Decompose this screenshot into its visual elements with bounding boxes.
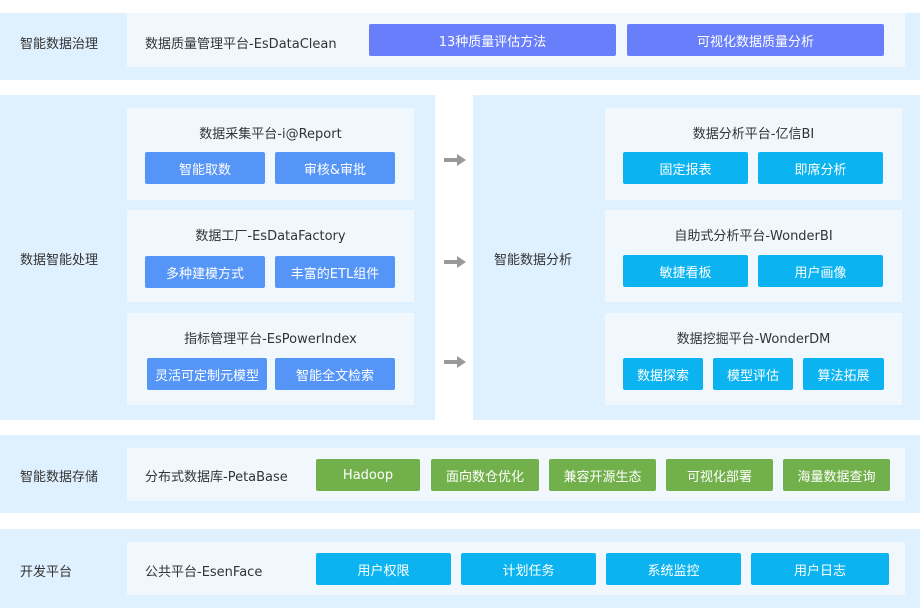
feature-button[interactable]: 算法拓展	[803, 358, 884, 390]
feature-button[interactable]: 固定报表	[623, 152, 748, 184]
feature-button[interactable]: 数据探索	[623, 358, 703, 390]
feature-button[interactable]: 13种质量评估方法	[369, 24, 616, 56]
card-title: 数据采集平台-i@Report	[199, 127, 342, 142]
arrow-right-icon	[444, 154, 466, 166]
feature-button[interactable]: 系统监控	[606, 553, 741, 585]
dev-platform-label: 开发平台	[20, 565, 73, 580]
feature-button[interactable]: 计划任务	[461, 553, 596, 585]
storage-platform: 分布式数据库-PetaBase	[145, 470, 288, 485]
feature-button[interactable]: 灵活可定制元模型	[147, 358, 267, 390]
card-title: 数据挖掘平台-WonderDM	[676, 332, 831, 347]
feature-button[interactable]: Hadoop	[316, 459, 420, 491]
feature-button[interactable]: 可视化数据质量分析	[627, 24, 884, 56]
feature-button[interactable]: 丰富的ETL组件	[275, 256, 395, 288]
feature-button[interactable]: 用户画像	[758, 255, 883, 287]
feature-button[interactable]: 多种建模方式	[145, 256, 265, 288]
feature-button[interactable]: 模型评估	[713, 358, 793, 390]
processing-card: 数据采集平台-i@Report 智能取数 审核&审批	[127, 108, 414, 200]
governance-label: 智能数据治理	[20, 37, 99, 52]
card-title: 自助式分析平台-WonderBI	[674, 229, 833, 244]
analysis-card: 自助式分析平台-WonderBI 敏捷看板 用户画像	[605, 210, 902, 302]
feature-button[interactable]: 面向数仓优化	[431, 459, 539, 491]
feature-button[interactable]: 智能全文检索	[275, 358, 395, 390]
arrow-right-icon	[444, 256, 466, 268]
dev-platform-name: 公共平台-EsenFace	[145, 565, 263, 580]
feature-button[interactable]: 即席分析	[758, 152, 883, 184]
card-title: 指标管理平台-EsPowerIndex	[184, 332, 357, 347]
feature-button[interactable]: 用户日志	[751, 553, 889, 585]
feature-button[interactable]: 可视化部署	[666, 459, 773, 491]
feature-button[interactable]: 海量数据查询	[783, 459, 890, 491]
card-title: 数据分析平台-亿信BI	[692, 127, 815, 142]
feature-button[interactable]: 用户权限	[316, 553, 451, 585]
storage-label: 智能数据存储	[20, 470, 99, 485]
feature-button[interactable]: 审核&审批	[275, 152, 395, 184]
analysis-label: 智能数据分析	[494, 253, 573, 268]
card-title: 数据工厂-EsDataFactory	[195, 229, 346, 244]
processing-card: 数据工厂-EsDataFactory 多种建模方式 丰富的ETL组件	[127, 210, 414, 302]
arrow-right-icon	[444, 356, 466, 368]
governance-platform: 数据质量管理平台-EsDataClean	[145, 37, 337, 52]
feature-button[interactable]: 智能取数	[145, 152, 265, 184]
processing-label: 数据智能处理	[20, 253, 99, 268]
processing-card: 指标管理平台-EsPowerIndex 灵活可定制元模型 智能全文检索	[127, 313, 414, 405]
feature-button[interactable]: 兼容开源生态	[549, 459, 656, 491]
feature-button[interactable]: 敏捷看板	[623, 255, 748, 287]
analysis-card: 数据挖掘平台-WonderDM 数据探索 模型评估 算法拓展	[605, 313, 902, 405]
analysis-card: 数据分析平台-亿信BI 固定报表 即席分析	[605, 108, 902, 200]
